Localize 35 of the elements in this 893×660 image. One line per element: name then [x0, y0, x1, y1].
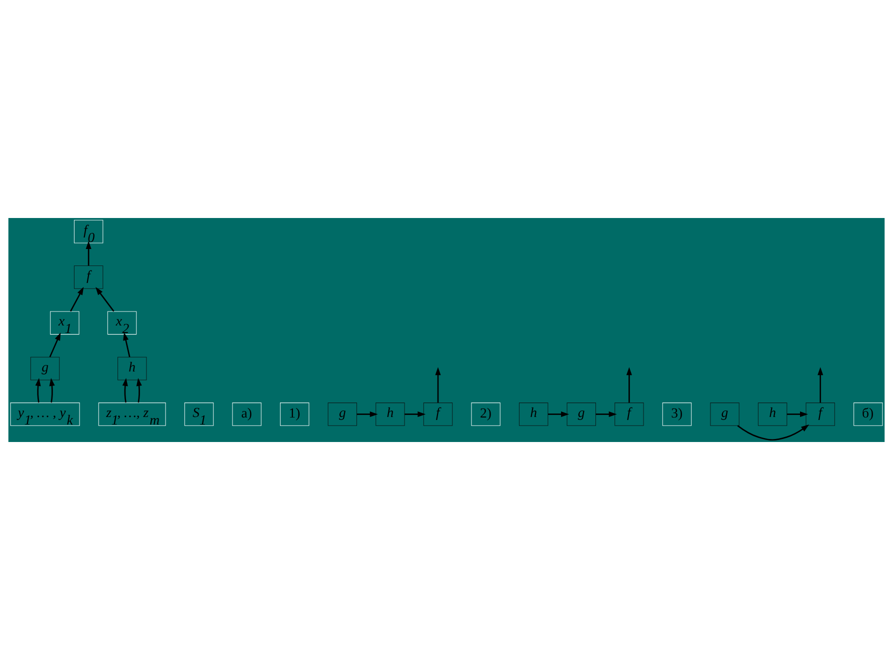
node-box: g — [30, 356, 60, 380]
arrow — [786, 411, 808, 418]
node-box: h — [376, 402, 405, 426]
arrow — [136, 378, 142, 403]
arrow — [49, 332, 61, 358]
node-box: f — [423, 402, 453, 426]
node-box: f — [806, 402, 835, 426]
node-box: g — [328, 402, 358, 426]
arrow — [596, 411, 617, 418]
arrow — [123, 332, 130, 358]
arrow — [122, 378, 128, 403]
node-box: 1) — [280, 402, 310, 426]
node-box: h — [758, 402, 788, 426]
node-box: 2) — [471, 402, 500, 426]
node-box: а) — [232, 402, 262, 426]
arrow — [548, 411, 570, 418]
arrow — [35, 378, 41, 403]
arrow — [404, 411, 426, 418]
arrow — [626, 367, 632, 403]
arrow — [70, 286, 84, 312]
node-box: h — [519, 402, 548, 426]
node-box: h — [118, 356, 147, 380]
node-box: f — [614, 402, 644, 426]
node-box: f — [74, 266, 104, 289]
arrow — [356, 411, 378, 418]
arrow — [737, 424, 810, 441]
arrow — [818, 367, 824, 403]
node-box: б) — [854, 402, 883, 426]
arrow — [435, 367, 441, 403]
arrow — [96, 287, 114, 312]
arrow — [49, 378, 55, 403]
node-box: g — [566, 402, 596, 426]
node-box: g — [710, 402, 740, 426]
node-box: 3) — [662, 402, 692, 426]
arrow — [86, 240, 92, 266]
